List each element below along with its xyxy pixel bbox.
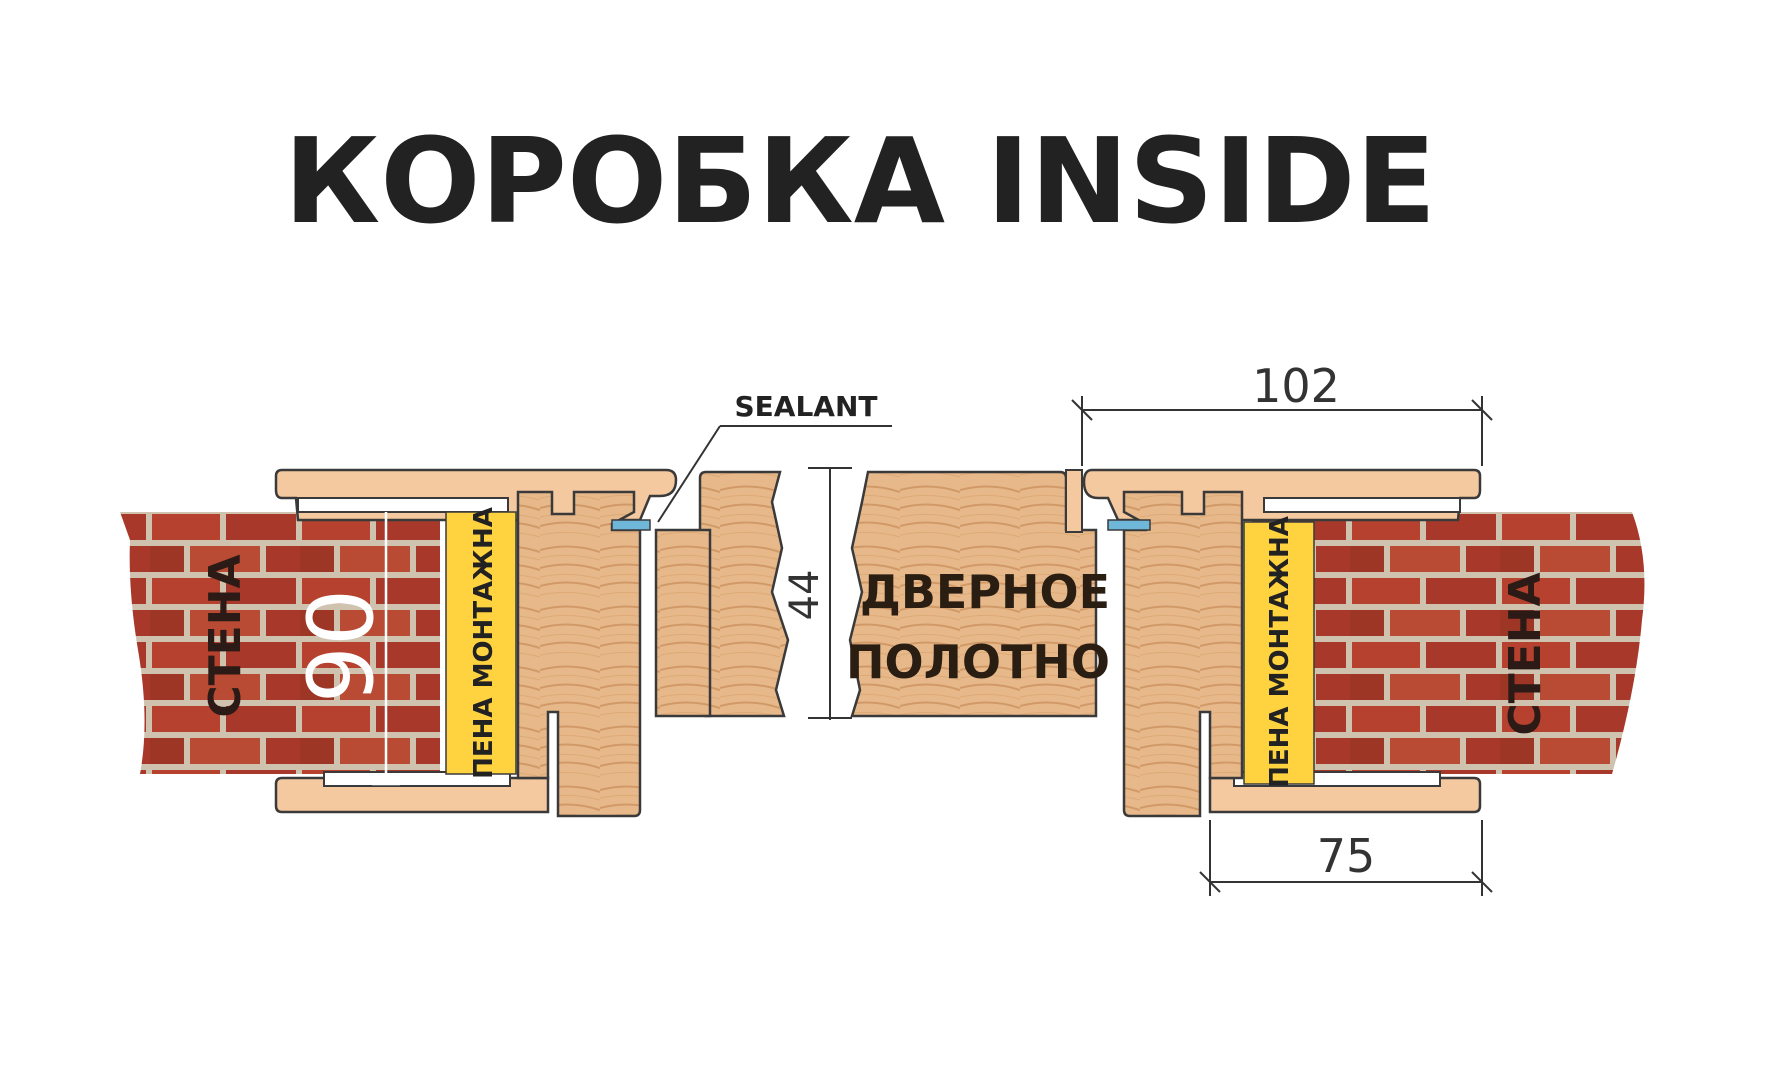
right-foam-strip [1243, 521, 1315, 785]
left-foam-strip [445, 511, 517, 775]
door-leaf-label-line1: ДВЕРНОЕ [860, 565, 1110, 619]
dimension-leaf-thickness-value: 44 [782, 570, 828, 621]
left-foam-label: ПЕНА МОНТАЖНА [469, 507, 499, 779]
dimension-casing-width-value: 102 [1252, 359, 1340, 413]
dimension-casing-width: 102 [1071, 359, 1493, 466]
right-wall-label: СТЕНА [1500, 572, 1551, 735]
left-frame-jamb [516, 490, 642, 818]
door-leaf-label-line2: ПОЛОТНО [846, 635, 1110, 689]
door-leaf: ДВЕРНОЕ ПОЛОТНО 44 [654, 467, 1110, 720]
left-brick-wall [120, 512, 440, 774]
right-assembly: ПЕНА МОНТАЖНА СТЕНА 102 75 [1071, 359, 1645, 896]
dimension-frame-depth-value: 90 [289, 589, 394, 704]
dimension-leaf-thickness: 44 [782, 467, 852, 720]
left-wall-label: СТЕНА [200, 554, 251, 717]
page-title: КОРОБКА INSIDE [284, 112, 1436, 250]
right-foam-label: ПЕНА МОНТАЖНА [1265, 516, 1295, 788]
right-frame-jamb [1122, 490, 1244, 818]
sealant-label: SEALANT [734, 390, 877, 423]
dimension-extension-width-value: 75 [1317, 829, 1376, 883]
right-sealant [1107, 519, 1151, 531]
dimension-extension-width: 75 [1199, 820, 1493, 896]
left-assembly: ПЕНА МОНТАЖНА СТЕНА 90 [120, 468, 678, 818]
door-leaf-left-part [698, 470, 790, 718]
right-brick-wall [1252, 512, 1645, 774]
left-sealant [611, 519, 651, 531]
sealant-callout: SEALANT [657, 390, 892, 523]
dimension-frame-depth: 90 [289, 506, 400, 786]
